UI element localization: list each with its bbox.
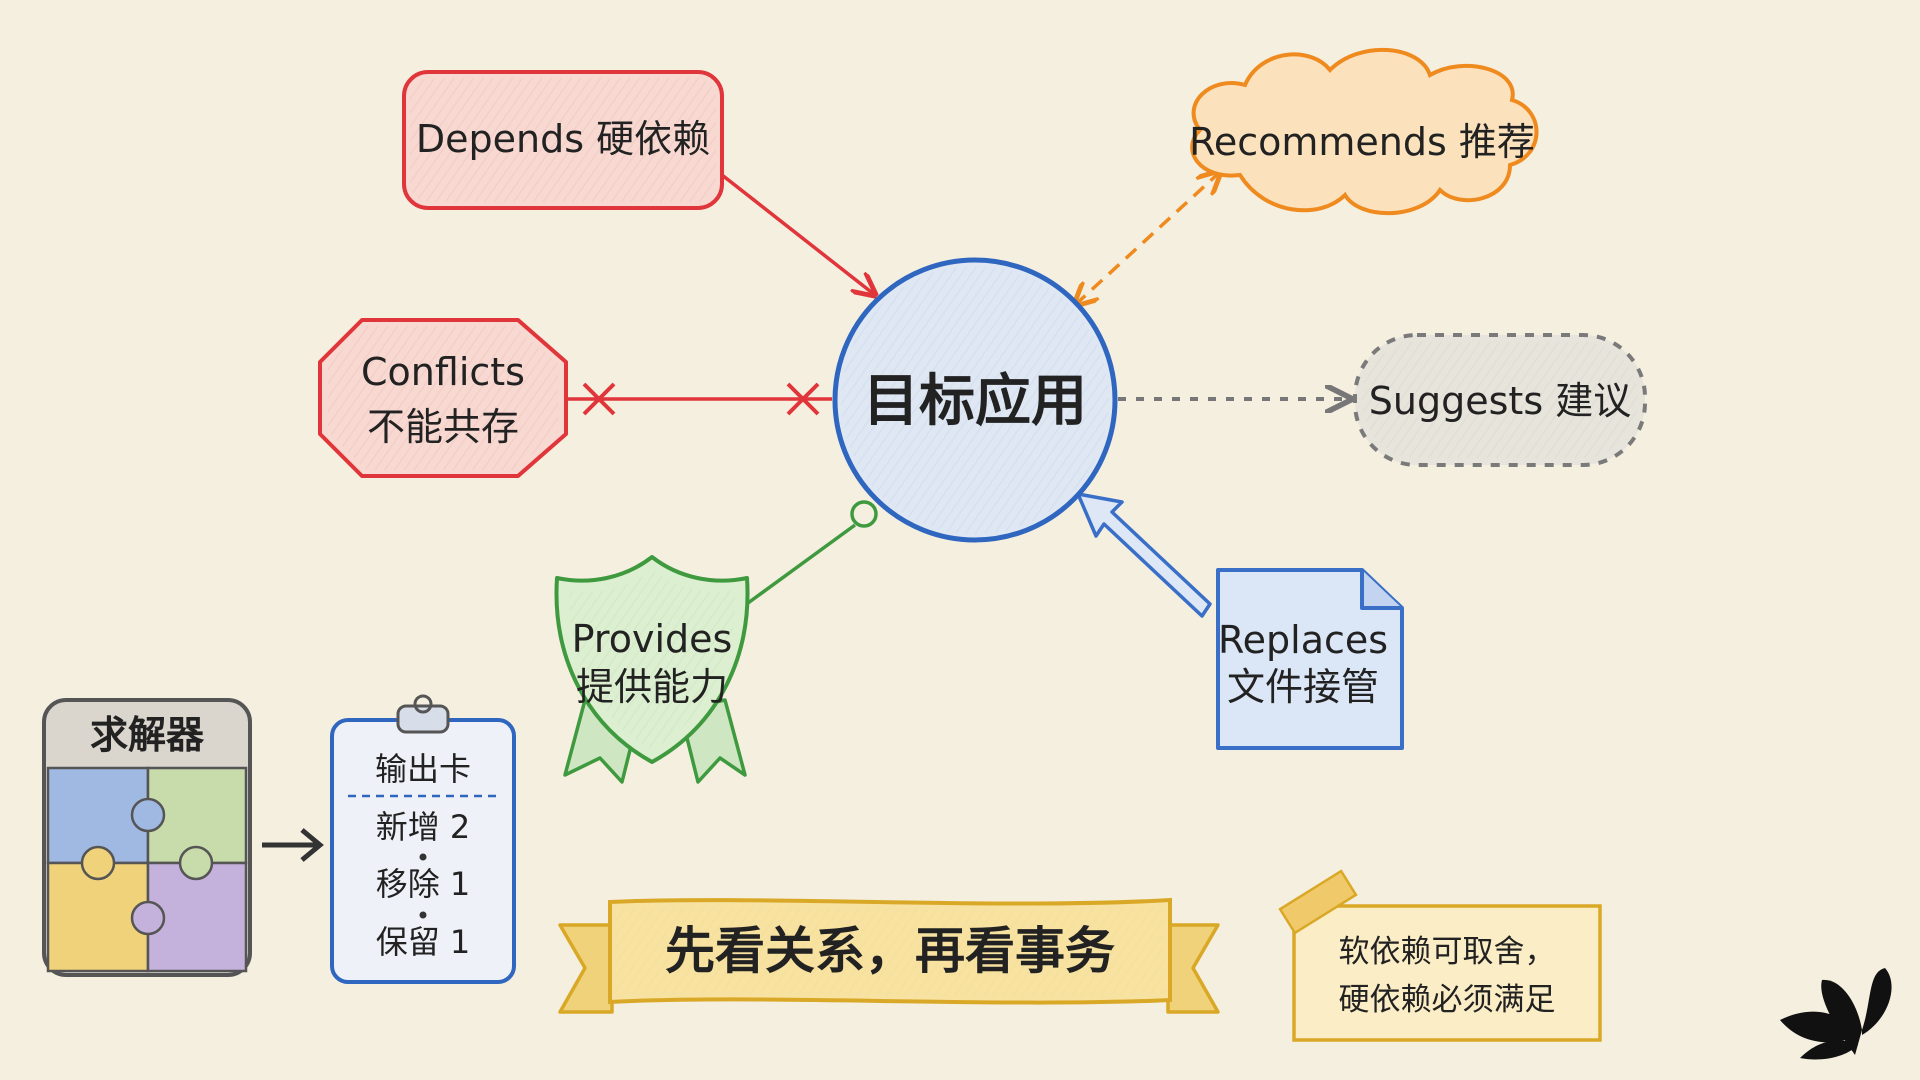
- provides-label-zh: 提供能力: [576, 665, 728, 709]
- output-card-title: 输出卡: [375, 750, 471, 788]
- sticky-note: 软依赖可取舍， 硬依赖必须满足: [1278, 869, 1602, 1042]
- suggests-node: Suggests 建议: [1353, 333, 1647, 467]
- center-label: 目标应用: [863, 369, 1087, 434]
- output-row-removed: 移除 1: [376, 865, 471, 903]
- cross-mark-right-icon: [786, 382, 820, 416]
- output-row-added: 新增 2: [376, 808, 471, 846]
- provides-node: Provides 提供能力: [554, 555, 750, 784]
- replaces-node: Replaces 文件接管: [1216, 568, 1404, 750]
- suggests-label: Suggests 建议: [1369, 379, 1631, 423]
- banner: 先看关系，再看事务: [558, 897, 1220, 1014]
- tape-icon: [1278, 869, 1358, 935]
- note-line-1: 软依赖可取舍，: [1339, 934, 1556, 970]
- conflicts-node: Conflicts 不能共存: [318, 318, 568, 478]
- depends-arrow: [720, 173, 875, 295]
- note-line-2: 硬依赖必须满足: [1339, 982, 1556, 1018]
- depends-node: Depends 硬依赖: [402, 70, 724, 210]
- conflicts-label-zh: 不能共存: [367, 405, 519, 449]
- solver-panel: 求解器: [42, 698, 252, 977]
- clipboard-clip-icon: [396, 694, 450, 734]
- conflicts-label-en: Conflicts: [361, 350, 525, 394]
- row-separator-dot: [419, 853, 427, 861]
- center-node: 目标应用: [832, 257, 1118, 543]
- row-separator-dot: [419, 911, 427, 919]
- replaces-label-en: Replaces: [1218, 618, 1388, 662]
- replaces-label-zh: 文件接管: [1227, 665, 1379, 709]
- banner-text: 先看关系，再看事务: [665, 922, 1115, 980]
- solver-to-card-arrow: [262, 828, 324, 862]
- recommends-node: Recommends 推荐: [1189, 48, 1539, 216]
- output-row-kept: 保留 1: [376, 923, 471, 961]
- replaces-arrow: [1076, 492, 1212, 618]
- interface-circle-icon: [850, 500, 878, 528]
- recommends-label: Recommends 推荐: [1189, 120, 1535, 164]
- puzzle-icon: [46, 766, 248, 973]
- solver-title: 求解器: [90, 713, 205, 757]
- depends-label: Depends 硬依赖: [416, 117, 710, 161]
- conflicts-connector: [566, 382, 832, 416]
- provides-label-en: Provides: [572, 617, 733, 661]
- recommends-arrow: [1075, 172, 1220, 305]
- cross-mark-left-icon: [582, 382, 616, 416]
- provides-connector: [746, 500, 878, 605]
- butterfly-icon: [1780, 968, 1892, 1060]
- output-card: 输出卡 新增 2 移除 1 保留 1: [330, 694, 516, 984]
- folded-corner-icon: [1360, 570, 1402, 610]
